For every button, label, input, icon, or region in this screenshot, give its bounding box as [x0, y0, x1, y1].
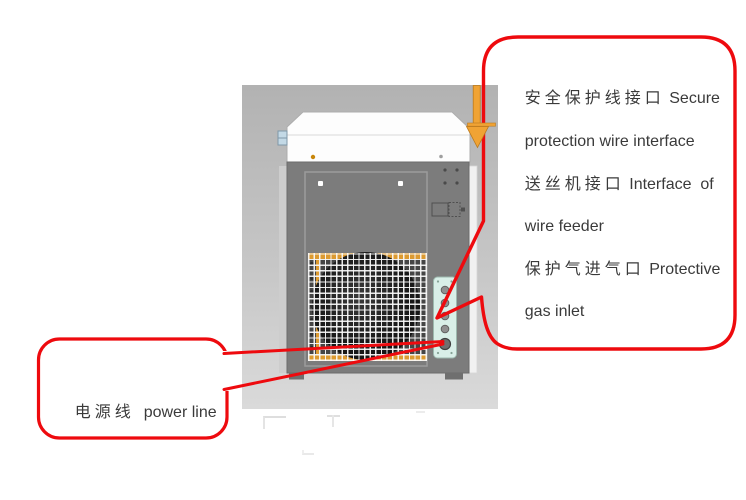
- aux-connector: [440, 324, 450, 334]
- bubble-line-secure-protection: 安全保护线接口 Secure: [507, 66, 739, 107]
- bubble-line-protection-wire: protection wire interface: [507, 109, 739, 150]
- speech-bubble-outline: [435, 35, 737, 351]
- bubble-line-en: Secure: [664, 90, 720, 107]
- floor-mark: [302, 450, 314, 455]
- bubble-line-zh: 安全保护线接口: [524, 90, 665, 107]
- floor-mark: [416, 411, 425, 413]
- floor-mark: [332, 415, 334, 427]
- panel-corner-dot: [436, 351, 440, 355]
- bubble-line-gas-inlet-en: gas inlet: [507, 279, 739, 320]
- machine-top-hood: [286, 111, 471, 163]
- bubble-line-en: Protective: [644, 261, 721, 278]
- bubble-line-wire-feeder-en: wire feeder: [507, 194, 739, 235]
- panel-corner-dot: [450, 280, 453, 283]
- bubble-line-en: Interface of: [624, 176, 714, 193]
- power-line-label-zh: 电源线: [74, 404, 135, 421]
- body-screw: [443, 168, 447, 172]
- bubble-line-zh: 送丝机接口: [524, 176, 625, 193]
- body-screw: [443, 181, 447, 185]
- panel-corner-dot: [436, 280, 440, 283]
- connector-nub: [461, 207, 465, 212]
- panel-screw: [398, 181, 403, 186]
- power-line-label: 电源线 power line: [57, 380, 227, 421]
- bubble-line-en: protection wire interface: [524, 133, 695, 150]
- bubble-line-en: gas inlet: [524, 303, 585, 320]
- left-side-strip: [279, 166, 287, 373]
- power-line-label-en: power line: [134, 404, 217, 421]
- bubble-line-zh: 保护气进气口: [524, 261, 645, 278]
- floor-mark: [263, 416, 286, 429]
- hood-screw-orange: [310, 154, 316, 160]
- power-line-pointer-upper: [222, 340, 445, 355]
- rear-panel-outline: [304, 171, 428, 367]
- orange-down-arrow-icon: [465, 85, 496, 149]
- wire-feeder-connector-box: [431, 202, 449, 217]
- callout-box-gap: [223, 351, 230, 391]
- hood-screw-gray: [439, 154, 443, 159]
- machine-foot-right: [445, 373, 463, 380]
- power-line-pointer-lower: [222, 342, 445, 391]
- body-screw: [455, 168, 459, 172]
- body-screw: [455, 181, 459, 185]
- machine-foot-left: [289, 373, 304, 380]
- bubble-line-wire-feeder-zh: 送丝机接口 Interface of: [507, 152, 739, 193]
- connector-box-flange: [448, 202, 461, 217]
- panel-screw: [318, 181, 323, 186]
- bubble-line-en: wire feeder: [524, 218, 604, 235]
- bubble-line-gas-inlet-zh: 保护气进气口 Protective: [507, 237, 739, 278]
- panel-corner-dot: [450, 351, 453, 355]
